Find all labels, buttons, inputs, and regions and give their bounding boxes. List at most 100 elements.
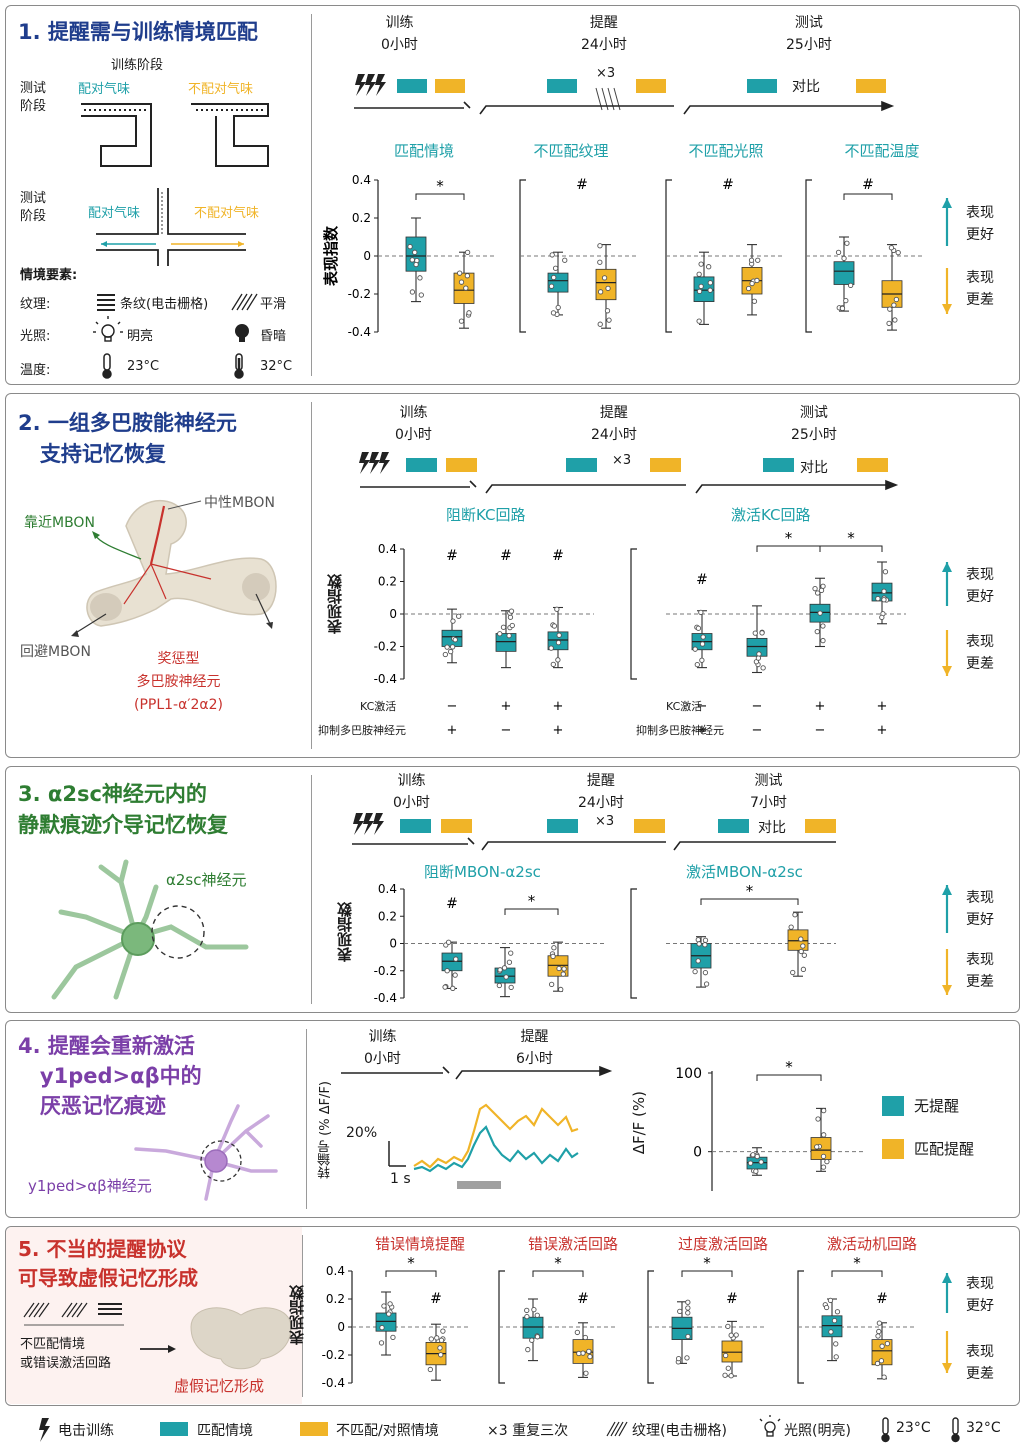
p5-tick-label: -0.2 xyxy=(322,1348,345,1362)
p5-box-0-1-point xyxy=(438,1352,444,1358)
p1-box-2-0-point xyxy=(696,288,703,294)
temp-label: 温度: xyxy=(20,363,51,378)
scale-y-label: 20% xyxy=(346,1125,378,1141)
p5-box-3-1-point xyxy=(876,1320,883,1326)
p1-charts: 匹配情境0.40.20-0.2-0.4*不匹配纹理#不匹配光照#不匹配温度#表现… xyxy=(322,142,952,339)
p1-better: 表现 更好 xyxy=(966,205,994,243)
p5-box-3-1-point xyxy=(878,1358,885,1364)
p1-chart-title: 不匹配温度 xyxy=(844,142,919,160)
smooth-label: 平滑 xyxy=(260,297,287,312)
p1-box-3-1-point xyxy=(895,250,901,256)
bright-label: 明亮 xyxy=(127,329,154,344)
p5-box-0-0-point xyxy=(386,1311,392,1317)
p5-box-3-1-point xyxy=(874,1360,881,1367)
p3-tick-label: -0.4 xyxy=(374,991,397,1005)
p1-timeline xyxy=(354,74,895,115)
dan-label: 奖惩型 多巴胺神经元 (PPL1-α′2α2) xyxy=(134,651,224,713)
p5-chart-title: 错误情境提醒 xyxy=(375,1235,465,1253)
p5-c3-star: * xyxy=(853,1254,861,1272)
panel-4-divider xyxy=(306,1029,307,1209)
dim-bulb-icon xyxy=(235,324,249,342)
p3-left-box-1-point xyxy=(501,965,508,971)
approach-mbon-label: 靠近MBON xyxy=(24,515,95,531)
p1-box-2-0-point xyxy=(707,287,713,293)
p3-right-box-1-point xyxy=(800,943,806,949)
bottom-legend: 电击训练 匹配情境 不匹配/对照情境 ×3 重复三次 纹理(电击栅格) 光照(明… xyxy=(0,1410,1024,1448)
p1-box-3-1-point xyxy=(887,306,893,312)
p2-right-box-3-point xyxy=(879,614,885,621)
trace-matched xyxy=(413,1103,579,1169)
panel-4: 4. 提醒会重新激活 y1ped>αβ中的 厌恶记忆痕迹 y1ped>αβ神经元… xyxy=(5,1020,1020,1218)
p1-box-0-0-point xyxy=(417,275,423,281)
texture-label: 纹理: xyxy=(20,297,51,312)
p2-right-box-2-point xyxy=(818,587,825,594)
p1-box-1-1-point xyxy=(605,285,611,292)
legend-icons xyxy=(39,1415,960,1443)
p2-left-1-hash: # xyxy=(500,548,512,564)
p5-box-2-1-point xyxy=(725,1365,731,1371)
p4-box-1-point xyxy=(820,1164,827,1170)
p1-box-1-0-point xyxy=(562,257,568,263)
legend-unmatch: 不匹配/对照情境 xyxy=(336,1423,439,1439)
p3-timeline xyxy=(352,813,836,851)
p5-box-2-0-point xyxy=(685,1310,691,1316)
p2-right-box-1-point xyxy=(756,651,762,657)
p2-down-arrow-head xyxy=(942,666,952,676)
p2-right-box-0-point xyxy=(694,661,700,668)
panel-1-title: 1. 提醒需与训练情境匹配 xyxy=(18,20,258,44)
p2-left-box-0-point xyxy=(456,613,462,619)
p3-right-box-0-point xyxy=(695,958,701,964)
p1-box-0-1-point xyxy=(457,270,463,276)
p2-worse: 表现 更差 xyxy=(966,634,994,672)
p4-box-1-point xyxy=(820,1153,827,1160)
p2-right-box-3-point xyxy=(882,569,889,575)
p5-up-arrow-head xyxy=(942,1273,952,1283)
p1-box-0-1-point xyxy=(464,249,471,256)
p5-box-0-0-point xyxy=(387,1301,393,1307)
p1-test-label: 测试 25小时 xyxy=(786,15,832,53)
p1-box-0-1-point xyxy=(464,273,471,279)
p2-right-box-3-point xyxy=(881,597,887,603)
p5-box-3-0-point xyxy=(827,1297,834,1304)
p2-y-label: 表现指数 xyxy=(326,574,344,634)
p3-tick-label: 0 xyxy=(389,937,397,951)
p1-box-0-0-point xyxy=(407,243,413,250)
p2-better: 表现 更好 xyxy=(966,567,994,605)
shock-icon xyxy=(355,74,386,96)
p1-tick-label: 0.4 xyxy=(352,173,371,187)
unpair-odor-label-1: 不配对气味 xyxy=(188,82,254,97)
p2-tick-label: 0 xyxy=(389,607,397,621)
panel-5: 5. 不当的提醒协议 可导致虚假记忆形成 不匹配情境 或错误激活回路 虚假记忆形… xyxy=(5,1226,1020,1406)
stripe-label: 条纹(电击栅格) xyxy=(120,297,209,312)
false-memory-label: 虚假记忆形成 xyxy=(174,1377,265,1395)
p3-right-box-0-point xyxy=(702,937,709,943)
p1-c1-hash: # xyxy=(576,177,588,193)
temp32-label: 32°C xyxy=(260,359,293,374)
p3-r-star: * xyxy=(746,882,754,900)
p2-right-box-0-point xyxy=(700,634,706,640)
p1-box-1-1-point xyxy=(597,243,603,249)
p2-left-box-1-point xyxy=(506,633,512,639)
panel-5-divider xyxy=(302,1235,303,1397)
p1-train-label: 训练 0小时 xyxy=(381,15,418,53)
p2-left-box-1-point xyxy=(507,614,514,620)
p1-c3-hash: # xyxy=(862,177,874,193)
p3-l-sig-bracket xyxy=(504,908,559,915)
p4-box-1-point xyxy=(814,1144,820,1150)
context-elements-label: 情境要素: xyxy=(20,268,78,283)
p2-up-arrow-head xyxy=(942,562,952,572)
pair-odor-label-2: 配对气味 xyxy=(88,206,141,221)
p2-r2-sig-bracket xyxy=(819,545,883,552)
p2-train-label: 训练 0小时 xyxy=(395,405,432,443)
p1-box-1-1-box xyxy=(595,268,617,301)
p3-left-box-0-point xyxy=(444,968,450,974)
y1ped-neuron-diagram xyxy=(134,1104,278,1201)
p1-chart-title: 不匹配纹理 xyxy=(533,142,608,160)
p2-left-box-0-point xyxy=(448,648,454,655)
p5-c1-sig-bracket xyxy=(532,1270,584,1277)
p3-remind-label: 提醒 24小时 xyxy=(578,773,624,811)
p2-left-kc: + xyxy=(501,699,512,714)
p2-kc-label-left: KC激活 xyxy=(360,700,397,713)
p3-x3: ×3 xyxy=(595,814,615,829)
p2-right-box-2-point xyxy=(814,628,820,635)
